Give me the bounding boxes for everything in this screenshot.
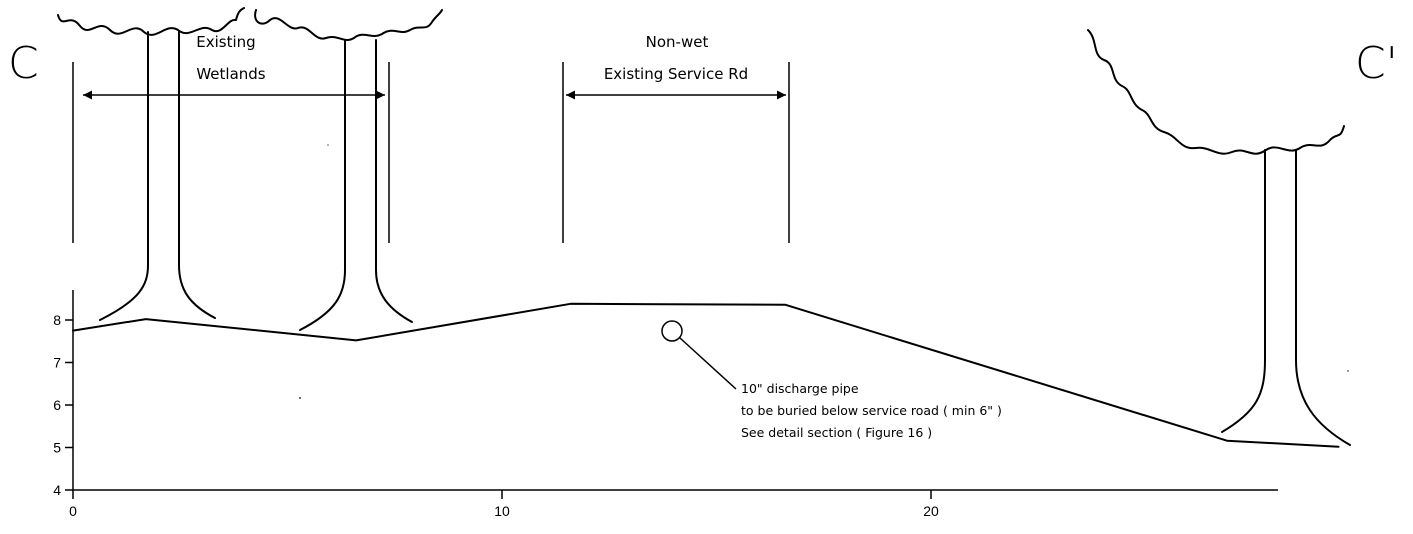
tree-icon xyxy=(57,7,245,321)
section-start-label: C xyxy=(8,38,39,89)
tree-icon xyxy=(254,9,443,331)
road-label-line2: Existing Service Rd xyxy=(604,65,748,83)
y-ticks: 4 5 6 7 8 xyxy=(53,312,73,498)
service-road-dimension xyxy=(562,62,790,243)
x-tick-label: 20 xyxy=(923,503,939,519)
wetlands-label-line1: Existing xyxy=(196,33,255,51)
wetlands-label-line2: Wetlands xyxy=(196,65,265,83)
x-tick-label: 10 xyxy=(494,503,510,519)
y-tick-label: 4 xyxy=(53,482,61,498)
pipe-note-line1: 10" discharge pipe xyxy=(741,381,859,396)
ground-profile-line xyxy=(72,302,1340,448)
wetlands-dimension xyxy=(72,62,390,243)
section-end-label: C' xyxy=(1355,38,1398,89)
pipe-note-line3: See detail section ( Figure 16 ) xyxy=(741,425,932,440)
road-label-line1: Non-wet xyxy=(646,33,709,51)
pipe-circle-icon xyxy=(661,320,737,390)
y-tick-label: 6 xyxy=(53,397,61,413)
tree-icon xyxy=(1087,29,1351,446)
y-tick-label: 7 xyxy=(53,355,61,371)
y-tick-label: 5 xyxy=(53,440,61,456)
y-tick-label: 8 xyxy=(53,312,61,328)
x-tick-label: 0 xyxy=(69,503,77,519)
pipe-note-line2: to be buried below service road ( min 6"… xyxy=(741,403,1002,418)
x-ticks: 0 10 20 xyxy=(69,490,939,519)
